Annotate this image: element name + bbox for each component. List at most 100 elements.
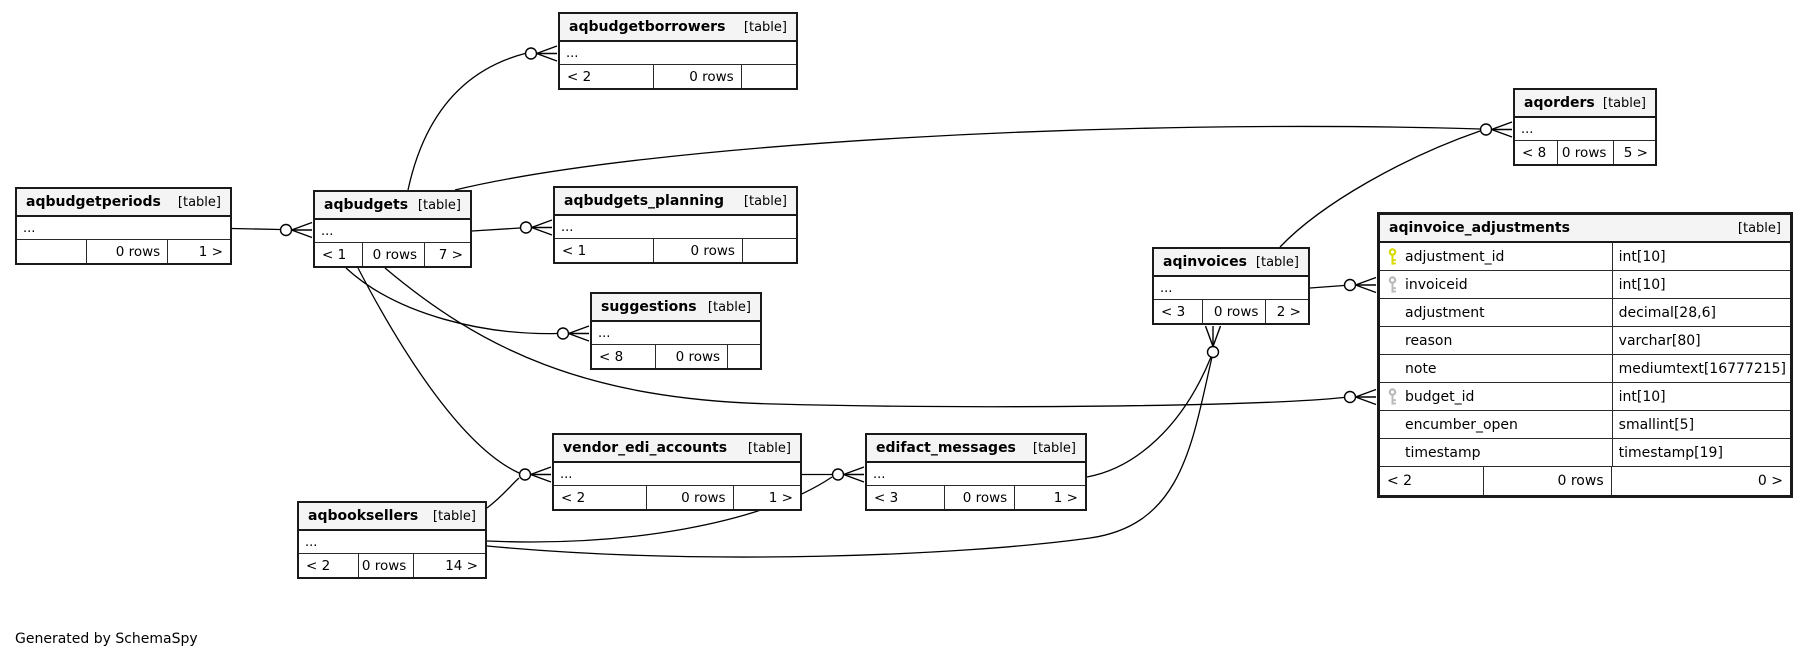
table-aqbudgetperiods[interactable]: aqbudgetperiods[table]...0 rows 1 > <box>15 187 232 265</box>
crowfoot-anchor <box>556 325 590 342</box>
children-count: 1 > <box>1053 489 1078 506</box>
children-count: 2 > <box>1276 303 1301 320</box>
column-type: int[10] <box>1611 271 1790 298</box>
primary-key-icon <box>1380 247 1405 266</box>
collapsed-columns-row: ... <box>1515 118 1655 141</box>
crowfoot-anchor <box>1343 388 1377 406</box>
relationship-line-aqbooksellers-to-aqinvoices <box>486 356 1213 558</box>
column-row-reason: reason varchar[80] <box>1380 327 1790 355</box>
generator-credit: Generated by SchemaSpy <box>15 631 198 647</box>
table-name[interactable]: aqinvoice_adjustments <box>1389 220 1570 236</box>
collapsed-columns-row: ... <box>554 463 800 486</box>
column-type: varchar[80] <box>1611 327 1790 354</box>
collapsed-columns-row: ... <box>1154 277 1308 300</box>
table-name[interactable]: vendor_edi_accounts <box>563 440 728 456</box>
column-name: reason <box>1405 332 1453 349</box>
table-header: aqbudgetperiods[table] <box>17 189 230 217</box>
children-count: 1 > <box>198 243 223 260</box>
relationship-line-aqbudgets-to-aqorders <box>454 125 1481 191</box>
relationship-line-aqinvoices-to-aqorders <box>1279 130 1481 248</box>
table-header: aqinvoice_adjustments [table] <box>1380 215 1790 243</box>
foreign-key-icon <box>1380 275 1405 294</box>
row-count: 0 rows <box>654 65 742 88</box>
children-count <box>742 65 796 88</box>
collapsed-columns-row: ... <box>592 322 760 345</box>
table-name[interactable]: edifact_messages <box>876 440 1016 456</box>
table-type-tag: [table] <box>707 299 751 315</box>
column-name: note <box>1405 360 1437 377</box>
children-count: 1 > <box>768 489 793 506</box>
row-count: 0 rows <box>945 486 1016 509</box>
column-type: int[10] <box>1611 383 1790 410</box>
children-count <box>743 239 796 262</box>
relationship-line-aqinvoices-to-aqinvoice_adjustments-invoiceid <box>1309 284 1345 289</box>
table-name[interactable]: aqorders <box>1524 95 1595 111</box>
collapsed-columns-row: ... <box>17 217 230 240</box>
crowfoot-anchor <box>519 219 553 236</box>
column-name: invoiceid <box>1405 276 1468 293</box>
table-name[interactable]: suggestions <box>601 299 697 315</box>
collapsed-columns-row: ... <box>560 42 796 65</box>
table-type-tag: [table] <box>1737 220 1781 236</box>
children-count: 7 > <box>438 246 463 263</box>
row-count: 0 rows <box>87 240 169 263</box>
table-type-tag: [table] <box>1602 95 1646 111</box>
parents-count: < 8 <box>1515 141 1559 164</box>
table-name[interactable]: aqbudgetperiods <box>26 194 161 210</box>
column-type: smallint[5] <box>1611 411 1790 438</box>
parents-count: < 2 <box>554 486 648 509</box>
children-count <box>728 345 760 368</box>
column-row-note: note mediumtext[16777215] <box>1380 355 1790 383</box>
column-type: decimal[28,6] <box>1611 299 1790 326</box>
relationship-line-aqbudgets-to-aqbudgets_planning <box>471 227 521 232</box>
row-count: 0 rows <box>656 345 729 368</box>
relationship-line-aqbudgetperiods-to-aqbudgets <box>231 227 281 231</box>
collapsed-columns-row: ... <box>299 531 485 554</box>
children-count: 14 > <box>445 557 478 574</box>
table-header: edifact_messages[table] <box>867 435 1085 463</box>
column-type: mediumtext[16777215] <box>1611 355 1790 382</box>
relationship-line-edifact_messages-to-aqinvoices <box>1086 356 1212 478</box>
row-count: 0 rows <box>654 239 743 262</box>
children-count: 5 > <box>1623 144 1648 161</box>
table-aqinvoice_adjustments[interactable]: aqinvoice_adjustments [table] adjustment_i… <box>1377 212 1793 498</box>
row-count: 0 rows <box>647 486 734 509</box>
column-type: int[10] <box>1611 243 1790 270</box>
table-name[interactable]: aqbudgets <box>324 197 409 213</box>
table-name[interactable]: aqbooksellers <box>308 508 419 524</box>
column-type: timestamp[19] <box>1611 439 1790 466</box>
table-name[interactable]: aqbudgetborrowers <box>569 19 726 35</box>
table-name[interactable]: aqbudgets_planning <box>564 193 725 209</box>
table-header: aqorders [table] <box>1515 90 1655 118</box>
table-header: aqbudgets[table] <box>315 192 470 220</box>
table-type-tag: [table] <box>1255 254 1299 270</box>
row-count: 0 rows <box>363 243 426 266</box>
crowfoot-anchor <box>524 45 558 62</box>
collapsed-columns-row: ... <box>315 220 470 243</box>
table-name[interactable]: aqinvoices <box>1163 254 1247 270</box>
relationship-line-aqbudgets-to-suggestions <box>345 267 558 335</box>
column-name: encumber_open <box>1405 416 1518 433</box>
parents-count: < 3 <box>1154 300 1204 323</box>
table-type-tag: [table] <box>747 440 791 456</box>
